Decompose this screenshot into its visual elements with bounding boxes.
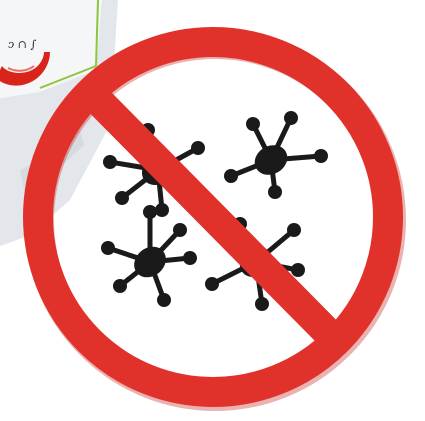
germ-icon: [224, 111, 328, 199]
prohibition-sign: [23, 27, 406, 411]
germ-icon: [101, 205, 197, 307]
card-green-edge-vertical: [95, 0, 99, 67]
card-scribble: ↄ ∩ ∫: [8, 38, 36, 51]
prohibition-ring: [23, 27, 403, 407]
card-magnet: [0, 52, 50, 86]
card-magnet-highlight: [7, 65, 35, 72]
prohibition-slash: [79, 81, 348, 353]
card-green-edge-horizontal: [39, 65, 97, 89]
